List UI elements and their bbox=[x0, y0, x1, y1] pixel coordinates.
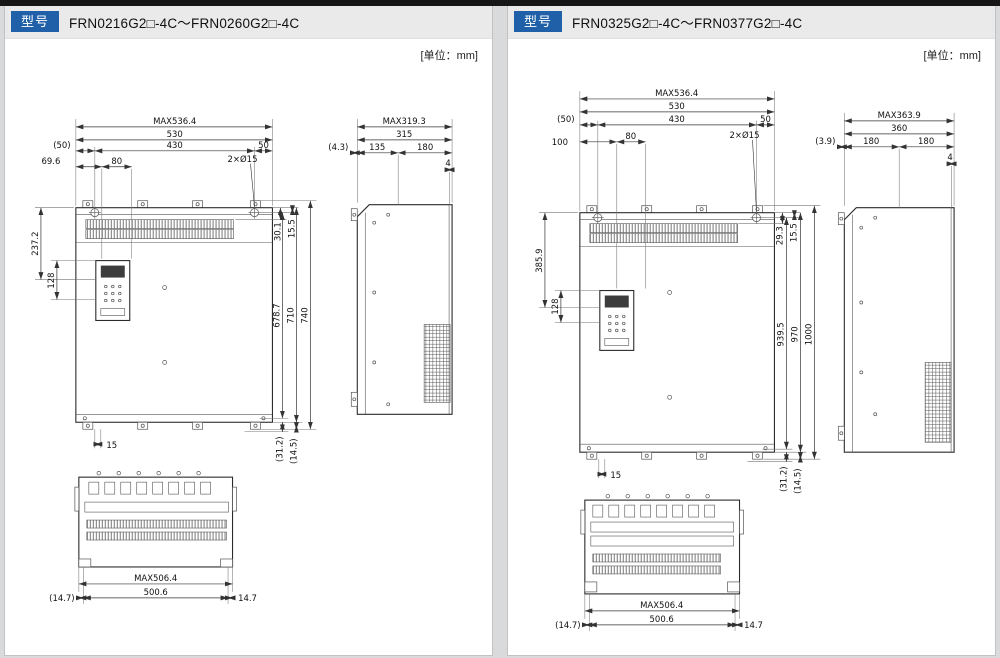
front-dimensions: MAX536.4 530 (50) 430 50 2×Ø15 69.6 80 bbox=[30, 116, 317, 464]
dim-bottom-left: (14.7) bbox=[555, 620, 580, 630]
model-range: FRN0325G2□-4C～FRN0377G2□-4C bbox=[572, 15, 803, 31]
dim-side-max: MAX319.3 bbox=[383, 116, 426, 126]
front-dimensions: MAX536.4 530 (50) 430 50 2×Ø15 100 80 bbox=[534, 88, 821, 494]
dim-front-bottom-offset: 15 bbox=[106, 440, 117, 450]
side-dimensions: MAX363.9 360 (3.9) 180 180 4 bbox=[815, 110, 957, 208]
dim-front-hole-top: 15.5 bbox=[788, 223, 798, 242]
dim-bottom-overall: 500.6 bbox=[650, 614, 674, 624]
dim-side-front-depth: 135 bbox=[369, 142, 385, 152]
dim-side-overall: 315 bbox=[396, 129, 412, 139]
dim-front-vent-top: 29.3 bbox=[774, 226, 784, 245]
dim-front-offset-right: 50 bbox=[258, 140, 269, 150]
model-badge: 型号 bbox=[11, 11, 60, 32]
dim-front-keypad-height: 128 bbox=[46, 272, 56, 288]
dim-front-overall: 530 bbox=[167, 129, 183, 139]
heatsink-grille bbox=[423, 324, 451, 403]
dim-front-overall: 530 bbox=[669, 101, 685, 111]
panel-left: 型号 FRN0216G2□-4C～FRN0260G2□-4C [单位：mm] bbox=[4, 0, 493, 656]
dim-front-hole-span: 430 bbox=[167, 140, 183, 150]
vent-slots-upper bbox=[85, 219, 234, 229]
dim-front-keypad-offset: 69.6 bbox=[41, 156, 60, 166]
dim-front-keypad-top: 237.2 bbox=[30, 232, 40, 256]
dim-side-offset: (4.3) bbox=[328, 142, 348, 152]
dim-side-max: MAX363.9 bbox=[878, 110, 921, 120]
dim-front-holes: 2×Ø15 bbox=[730, 130, 760, 140]
panel-left-header: 型号 FRN0216G2□-4C～FRN0260G2□-4C bbox=[5, 1, 492, 39]
dim-bottom-max: MAX506.4 bbox=[134, 573, 177, 583]
panel-right-header: 型号 FRN0325G2□-4C～FRN0377G2□-4C bbox=[508, 1, 995, 39]
dim-side-rear-depth: 180 bbox=[918, 136, 934, 146]
dim-front-height-body: 710 bbox=[285, 307, 295, 323]
front-view bbox=[579, 205, 776, 460]
dim-bottom-overall: 500.6 bbox=[144, 587, 168, 597]
dim-front-height-body: 970 bbox=[789, 326, 799, 342]
dim-front-max: MAX536.4 bbox=[655, 88, 698, 98]
bottom-view bbox=[580, 493, 744, 595]
dim-front-holes: 2×Ø15 bbox=[228, 154, 258, 164]
terminal-block bbox=[590, 521, 734, 533]
dim-front-height-mount: 939.5 bbox=[775, 322, 785, 346]
dim-front-keypad-offset: 100 bbox=[552, 137, 568, 147]
dim-side-tab: 4 bbox=[445, 158, 450, 168]
dim-bottom-right: 14.7 bbox=[238, 593, 257, 603]
dim-front-bottom-tab: (14.5) bbox=[792, 468, 802, 493]
unit-note: [单位：mm] bbox=[923, 50, 981, 62]
dim-front-bottom-tab: (14.5) bbox=[288, 438, 298, 463]
bottom-view bbox=[74, 471, 237, 568]
dim-side-tab: 4 bbox=[947, 152, 952, 162]
dim-front-keypad-width: 80 bbox=[625, 131, 636, 141]
terminal-block bbox=[84, 501, 229, 513]
panel-right: 型号 FRN0325G2□-4C～FRN0377G2□-4C [单位：mm] bbox=[507, 0, 996, 656]
dim-front-height-total: 740 bbox=[299, 307, 309, 323]
dim-front-height-mount: 678.7 bbox=[271, 303, 281, 327]
dim-side-offset: (3.9) bbox=[815, 136, 835, 146]
keypad bbox=[95, 260, 131, 322]
dim-bottom-right: 14.7 bbox=[744, 620, 763, 630]
bottom-dimensions: MAX506.4 (14.7) 500.6 14.7 bbox=[49, 566, 257, 604]
dim-front-keypad-height: 128 bbox=[550, 298, 560, 314]
dim-front-bottom-depth: (31.2) bbox=[778, 466, 788, 491]
dim-front-keypad-width: 80 bbox=[111, 156, 122, 166]
dim-front-offset-right: 50 bbox=[760, 114, 771, 124]
dim-front-offset-left: (50) bbox=[557, 114, 574, 124]
dim-front-bottom-depth: (31.2) bbox=[274, 436, 284, 461]
dim-side-front-depth: 180 bbox=[863, 136, 879, 146]
top-black-bar bbox=[0, 0, 1000, 6]
front-view bbox=[75, 200, 273, 430]
dim-front-height-total: 1000 bbox=[803, 324, 813, 346]
side-view bbox=[350, 204, 453, 415]
dim-front-vent-top: 30.1 bbox=[272, 222, 282, 241]
dim-side-rear-depth: 180 bbox=[417, 142, 433, 152]
keypad-display bbox=[604, 295, 629, 308]
bottom-body bbox=[584, 499, 741, 595]
drawing-right: MAX536.4 530 (50) 430 50 2×Ø15 100 80 bbox=[534, 88, 957, 631]
dim-bottom-max: MAX506.4 bbox=[640, 600, 683, 610]
vent-slots-lower bbox=[85, 229, 234, 239]
side-dimensions: MAX319.3 315 (4.3) 135 180 4 bbox=[328, 116, 455, 205]
dim-side-overall: 360 bbox=[891, 123, 907, 133]
dim-bottom-left: (14.7) bbox=[49, 593, 74, 603]
dim-front-hole-span: 430 bbox=[669, 114, 685, 124]
dim-front-offset-left: (50) bbox=[53, 140, 70, 150]
unit-note: [单位：mm] bbox=[420, 50, 478, 62]
heatsink-grille bbox=[924, 362, 952, 443]
keypad-display bbox=[100, 265, 125, 278]
model-badge: 型号 bbox=[514, 11, 563, 32]
vent-slots-upper bbox=[589, 223, 738, 233]
side-view bbox=[837, 207, 955, 453]
dim-front-max: MAX536.4 bbox=[153, 116, 196, 126]
bottom-dimensions: MAX506.4 (14.7) 500.6 14.7 bbox=[555, 593, 763, 631]
dim-front-bottom-offset: 15 bbox=[610, 470, 621, 480]
drawing-left: MAX536.4 530 (50) 430 50 2×Ø15 69.6 80 bbox=[30, 116, 455, 604]
vent-slots-lower bbox=[589, 233, 738, 243]
dim-front-keypad-top: 385.9 bbox=[534, 248, 544, 272]
dim-front-hole-top: 15.5 bbox=[286, 219, 296, 238]
keypad bbox=[599, 289, 635, 351]
model-range: FRN0216G2□-4C～FRN0260G2□-4C bbox=[69, 15, 300, 31]
